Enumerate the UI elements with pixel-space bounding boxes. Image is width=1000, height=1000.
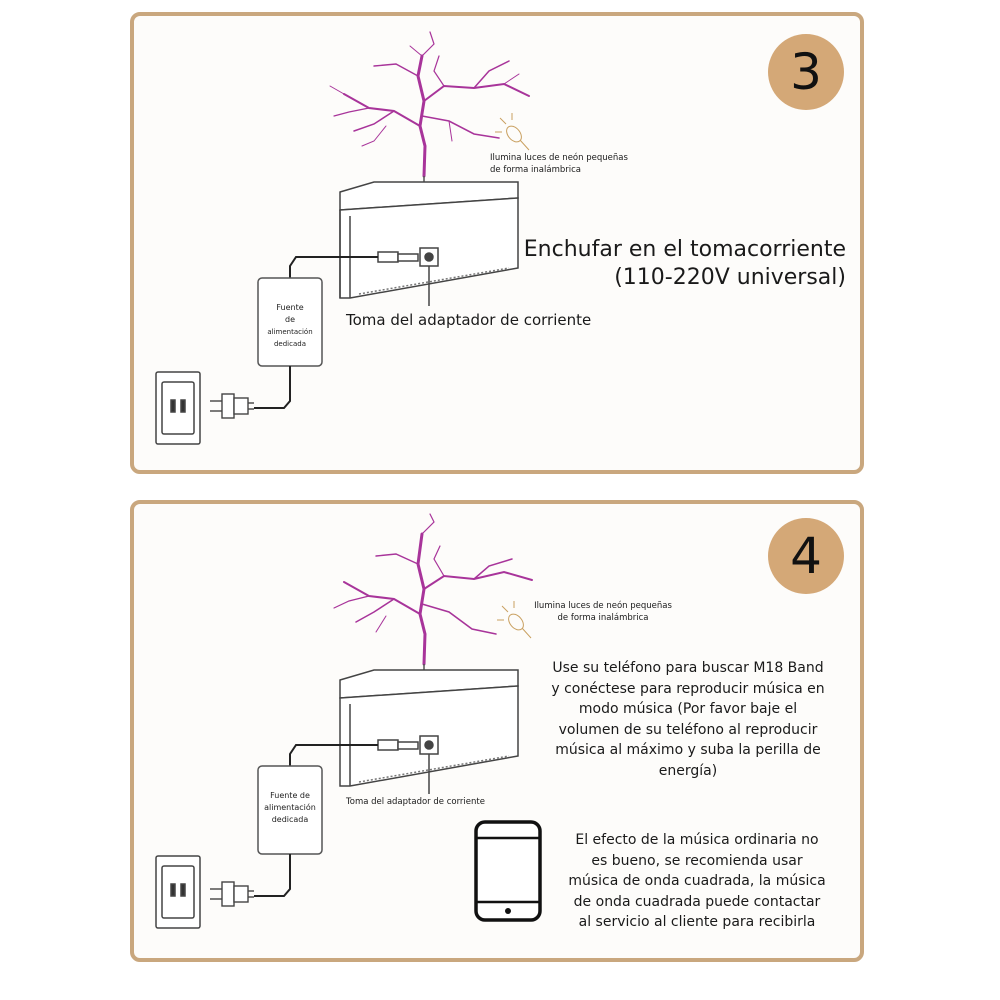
instruction-line: y conéctese para reproducir música en [551, 680, 825, 697]
plug-icon [210, 881, 254, 907]
step-3-illustration [155, 31, 530, 445]
neon-note-line-1: Ilumina luces de neón pequeñas [534, 601, 672, 611]
neon-note: Ilumina luces de neón pequeñas de forma … [490, 153, 628, 175]
plug-instruction-line-2: (110-220V universal) [614, 265, 846, 290]
neon-note: Ilumina luces de neón pequeñas de forma … [528, 600, 678, 624]
neon-bulb-icon [497, 601, 532, 639]
instruction-line: energía) [658, 762, 718, 779]
power-box-line-3: alimentación dedicada [267, 328, 313, 348]
tesla-coil-box-icon [339, 181, 519, 299]
power-supply-label: Fuente de alimentación dedicada [254, 302, 326, 350]
power-box-line-2: alimentación [264, 803, 316, 812]
power-box-line-1: Fuente [276, 303, 304, 312]
power-box-line-2: de [285, 315, 295, 324]
lightning-tree-icon [329, 31, 530, 178]
wall-outlet-icon [155, 371, 201, 445]
music-tip: El efecto de la música ordinaria no es b… [544, 830, 850, 933]
neon-bulb-icon [495, 113, 530, 151]
instruction-line: volumen de su teléfono al reproducir [558, 721, 818, 738]
adapter-label: Toma del adaptador de corriente [346, 311, 592, 329]
power-box-line-3: dedicada [271, 815, 309, 824]
tip-line: música de onda cuadrada, la música [568, 873, 826, 889]
tesla-coil-box-icon [339, 669, 519, 787]
instruction-line: música al máximo y suba la perilla de [555, 742, 821, 758]
lightning-tree-icon [333, 513, 533, 666]
instruction-line: Use su teléfono para buscar M18 Band [552, 660, 824, 676]
step-number-badge: 4 [768, 518, 844, 594]
tip-line: El efecto de la música ordinaria no [575, 832, 819, 848]
neon-note-line-2: de forma inalámbrica [557, 613, 649, 623]
plug-icon [210, 393, 254, 419]
tip-line: de onda cuadrada puede contactar [573, 893, 821, 910]
plug-instruction: Enchufar en el tomacorriente (110-220V u… [504, 236, 846, 292]
plug-instruction-line-1: Enchufar en el tomacorriente [523, 237, 846, 262]
power-supply-label: Fuente de alimentación dedicada [254, 790, 326, 826]
step-4-illustration [155, 513, 542, 929]
adapter-label: Toma del adaptador de corriente [346, 797, 485, 807]
instruction-line: modo música (Por favor baje el [578, 701, 798, 717]
power-box-line-1: Fuente de [270, 791, 310, 800]
step-number-badge: 3 [768, 34, 844, 110]
connection-instructions: Use su teléfono para buscar M18 Band y c… [528, 658, 848, 781]
wall-outlet-icon [155, 855, 201, 929]
step-3-panel: 3 [130, 12, 864, 474]
phone-icon [474, 820, 542, 922]
tip-line: es bueno, se recomienda usar [591, 852, 803, 869]
tip-line: al servicio al cliente para recibirla [578, 914, 816, 930]
step-4-panel: 4 [130, 500, 864, 962]
